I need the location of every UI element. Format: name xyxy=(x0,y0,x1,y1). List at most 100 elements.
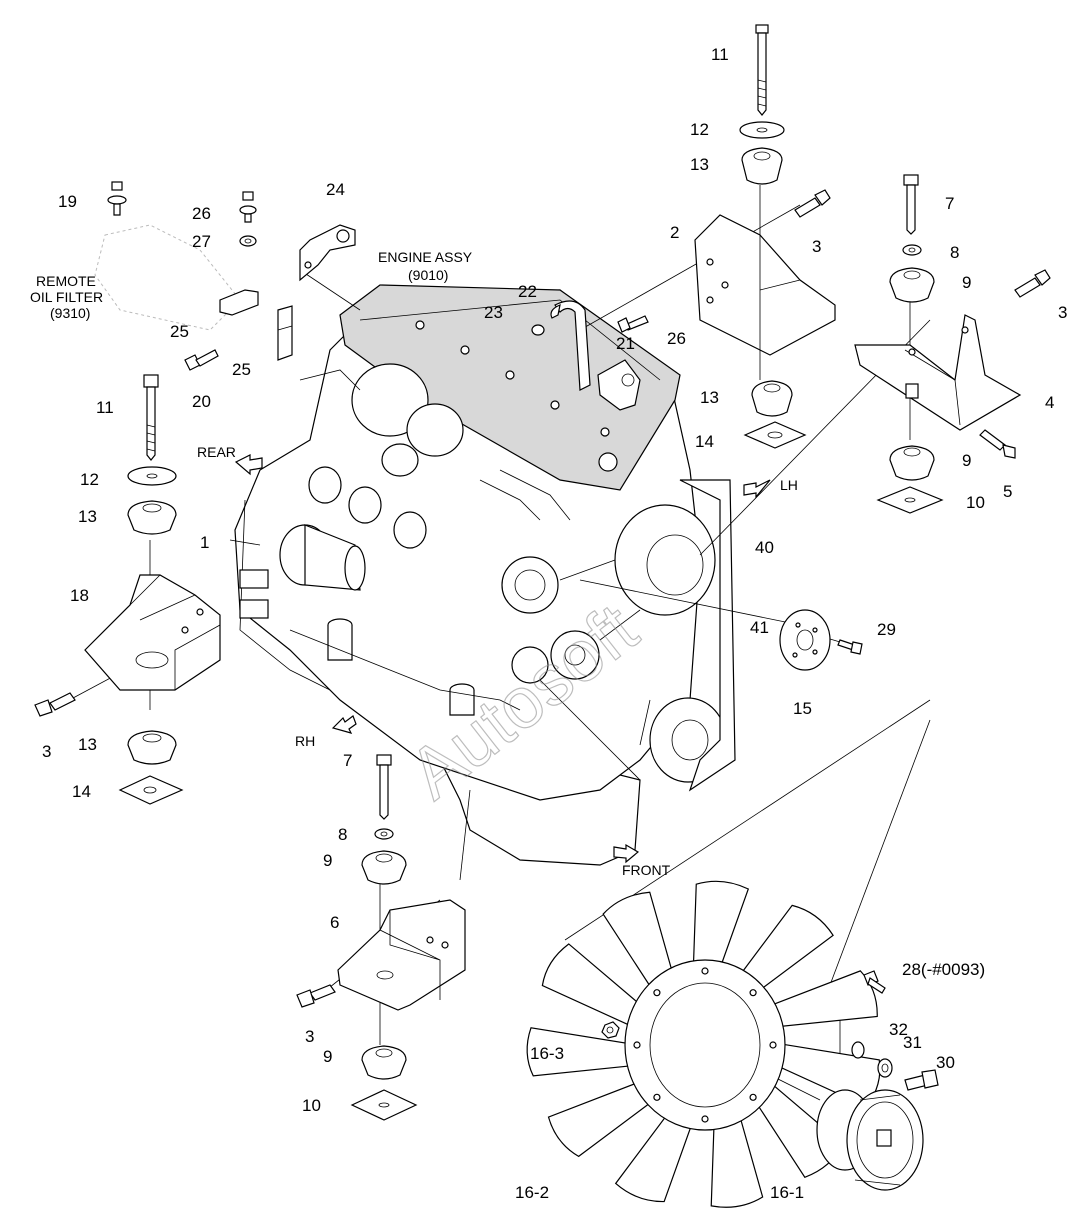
callout-32: 32 xyxy=(889,1020,908,1039)
callout-8-bottom: 8 xyxy=(338,825,347,844)
mount-stack-bottom xyxy=(296,754,466,1121)
block-ports xyxy=(308,466,571,549)
turbocharger xyxy=(299,363,464,477)
front-arrow-icon xyxy=(613,843,640,864)
callout-22: 22 xyxy=(518,282,537,301)
fan-blade xyxy=(710,1106,764,1208)
alternator xyxy=(501,556,600,684)
callout-10-right: 10 xyxy=(966,493,985,512)
front-pulleys xyxy=(539,479,736,792)
callout-11-left: 11 xyxy=(96,398,114,417)
fan-bolt-hole xyxy=(653,1093,661,1101)
callout-3-left: 3 xyxy=(42,742,51,761)
fan-bolt-hole xyxy=(769,1041,777,1049)
callout-5: 5 xyxy=(1003,482,1012,501)
rh-label: RH xyxy=(295,733,315,749)
starter-motor xyxy=(279,524,366,591)
callout-1: 1 xyxy=(200,533,209,552)
remote-oil-filter-label-1: REMOTE xyxy=(36,273,96,289)
callout-24: 24 xyxy=(326,180,345,199)
fan-bolt-hole xyxy=(633,1041,641,1049)
cooling-fan xyxy=(526,880,881,1208)
fan-clutch xyxy=(816,1089,924,1191)
callout-26-center: 26 xyxy=(667,329,686,348)
callout-25-lower: 25 xyxy=(232,360,251,379)
breather-parts xyxy=(531,300,649,411)
engine-assy-code: (9010) xyxy=(408,267,448,283)
fan-hub xyxy=(779,609,863,671)
callout-20: 20 xyxy=(192,392,211,411)
callout-16-1: 16-1 xyxy=(770,1183,804,1202)
callout-9-bottom-upper: 9 xyxy=(323,851,332,870)
engine-oil-filter xyxy=(327,618,475,716)
callout-28: 28(-#0093) xyxy=(902,960,985,979)
callout-26-left: 26 xyxy=(192,204,211,223)
remote-oil-filter-code: (9310) xyxy=(50,305,90,321)
callout-13-top: 13 xyxy=(690,155,709,174)
callout-14-top: 14 xyxy=(695,432,714,451)
mount-stack-left xyxy=(34,374,221,805)
callout-10-bottom: 10 xyxy=(302,1096,321,1115)
callout-9-bottom-lower: 9 xyxy=(323,1047,332,1066)
callout-7-bottom: 7 xyxy=(343,751,352,770)
lh-label: LH xyxy=(780,477,798,493)
rear-arrow-icon xyxy=(234,454,263,476)
fan-spider-ring xyxy=(624,959,786,1131)
callout-15: 15 xyxy=(793,699,812,718)
engine-assembly xyxy=(234,284,736,866)
callout-2: 2 xyxy=(670,223,679,242)
fan-hardware xyxy=(601,970,939,1091)
callout-9-right-lower: 9 xyxy=(962,451,971,470)
engine-assy-label: ENGINE ASSY xyxy=(378,249,473,265)
callout-40: 40 xyxy=(755,538,774,557)
fan-bolt-hole xyxy=(701,1115,709,1123)
callout-13-left-upper: 13 xyxy=(78,507,97,526)
callout-31: 31 xyxy=(903,1033,922,1052)
callout-18: 18 xyxy=(70,586,89,605)
callout-25-upper: 25 xyxy=(170,322,189,341)
leader-lines xyxy=(59,185,931,1101)
callout-16-3: 16-3 xyxy=(530,1044,564,1063)
callout-29: 29 xyxy=(877,620,896,639)
rh-arrow-icon xyxy=(331,715,357,734)
fan-blade xyxy=(602,891,676,995)
callout-27: 27 xyxy=(192,232,211,251)
callout-13-mid: 13 xyxy=(700,388,719,407)
callout-9-right-upper: 9 xyxy=(962,273,971,292)
fan-bolt-hole xyxy=(701,967,709,975)
callout-7-right: 7 xyxy=(945,194,954,213)
fan-blade xyxy=(526,1027,635,1077)
fan-center-opening xyxy=(649,982,761,1108)
callout-6: 6 xyxy=(330,913,339,932)
callout-8-right: 8 xyxy=(950,243,959,262)
callout-3-bottom: 3 xyxy=(305,1027,314,1046)
callout-16-2: 16-2 xyxy=(515,1183,549,1202)
fan-bolt-hole xyxy=(749,1093,757,1101)
small-parts-top-left xyxy=(94,181,356,371)
callout-14-left: 14 xyxy=(72,782,91,801)
front-label: FRONT xyxy=(622,862,671,878)
callout-21: 21 xyxy=(616,334,635,353)
callout-3-right: 3 xyxy=(1058,303,1067,322)
fan-blade xyxy=(547,1080,658,1158)
fan-blade xyxy=(541,943,644,1028)
fan-blade xyxy=(614,1106,697,1203)
fan-blade xyxy=(734,904,834,995)
part-callouts: 1 2 3 3 3 3 4 5 6 7 7 8 8 9 9 9 9 10 10 … xyxy=(42,45,1067,1202)
rocker-bolts xyxy=(415,320,618,472)
fan-bolt-hole xyxy=(749,989,757,997)
callout-12-left: 12 xyxy=(80,470,99,489)
callout-41: 41 xyxy=(750,618,769,637)
remote-oil-filter-label-2: OIL FILTER xyxy=(30,289,103,305)
fan-blade xyxy=(766,970,878,1028)
callout-3-top: 3 xyxy=(812,237,821,256)
fan-bolt-hole xyxy=(653,989,661,997)
callout-30: 30 xyxy=(936,1053,955,1072)
callout-11-top: 11 xyxy=(711,45,729,64)
callout-13-left-lower: 13 xyxy=(78,735,97,754)
lh-arrow-icon xyxy=(743,479,771,499)
callout-12-top: 12 xyxy=(690,120,709,139)
mount-stack-top-right xyxy=(694,24,836,449)
callout-19: 19 xyxy=(58,192,77,211)
